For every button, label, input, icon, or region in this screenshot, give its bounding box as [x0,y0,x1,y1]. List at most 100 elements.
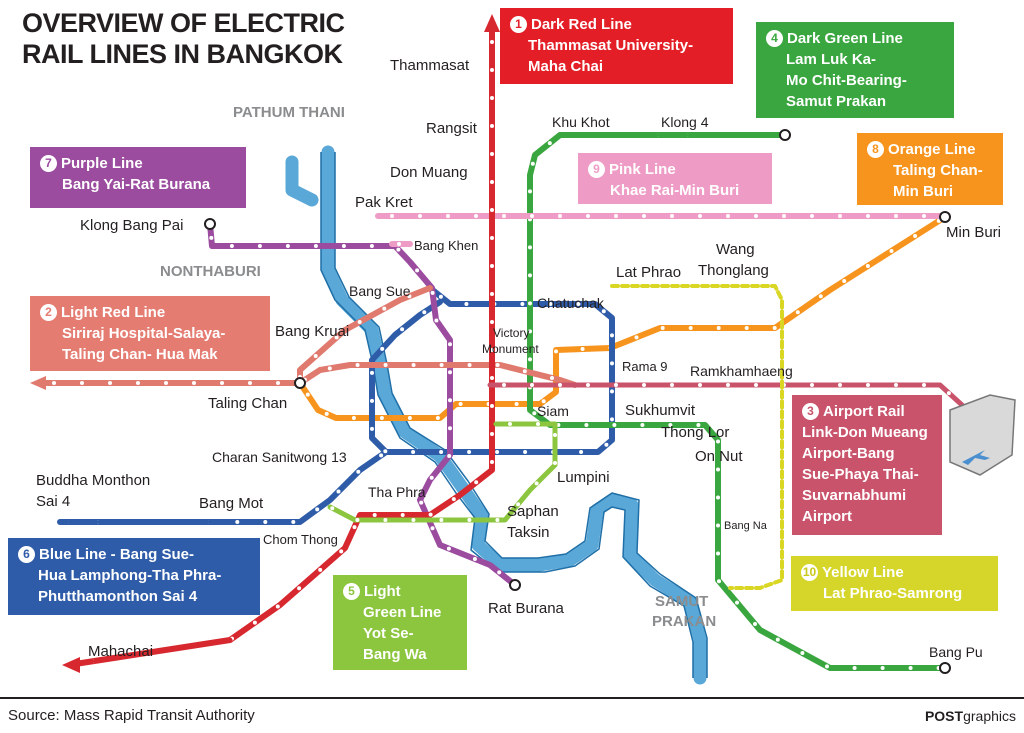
legend-line-name: Dark Green Line [787,30,903,47]
blue-line-station [356,469,361,474]
blue-line-station [291,520,296,524]
place-label-thonglang: Thonglang [698,262,769,279]
place-label-min-buri: Min Buri [946,224,1001,241]
pink-line-station [474,214,478,218]
place-label-sukhumvit: Sukhumvit [625,402,696,419]
orange-line-station [818,294,823,299]
orange-line-station [305,392,310,397]
light-red-line-station [220,381,224,385]
legend-line-name: Airport Rail [823,403,905,420]
place-label-thong-lor: Thong Lor [661,424,729,441]
legend-route: Mo Chit-Bearing- [786,72,907,89]
orange-line-station [913,234,918,238]
place-label-saphan2: Taksin [507,524,550,541]
dark-green-line-station [528,329,532,334]
place-label-buddha2: Sai 4 [36,493,70,510]
blue-line-station [411,450,416,454]
purple-line-station [434,318,439,323]
orange-line-station [379,416,384,420]
place-label-charan: Charan Sanitwong 13 [212,449,347,465]
purple-line-station [229,244,234,248]
airport-rail-link-station [558,383,562,387]
terminal-station [294,377,306,389]
place-label-klong-bang-pai: Klong Bang Pai [80,217,183,234]
place-label-pak-kret: Pak Kret [355,194,413,211]
purple-line-station [448,426,452,431]
light-green-line-station [534,481,539,486]
place-label-bang-na: Bang Na [724,520,768,532]
legend-route: Yot Se- [363,625,414,642]
terminal-station [779,129,791,141]
dark-green-line-station [800,651,805,655]
pink-line-station [558,214,562,218]
blue-line-station [439,450,444,454]
pink-line-station [446,214,450,218]
light-red-line-station [495,363,500,367]
blue-line-station [370,398,374,403]
orange-line-station [458,402,463,406]
dark-red-line-station [339,549,344,554]
pink-line-station [838,214,842,218]
place-label-victory1: Victory [493,326,529,340]
dark-red-line-station [490,96,494,100]
light-green-line-station [536,422,540,426]
orange-line-station [407,416,412,420]
orange-line-station [865,264,870,268]
place-label-siam: Siam [537,403,569,419]
blue-line-station [379,453,384,458]
blue-line-station [380,346,385,351]
legend-route: Siriraj Hospital-Salaya- [62,325,226,342]
legend-line-name: Yellow Line [822,564,904,581]
orange-line-station [716,326,721,330]
blue-line-station [576,302,581,306]
blue-line-station [422,310,427,315]
light-red-line-station [327,366,332,371]
purple-line-station [497,570,502,575]
dark-red-line-station [490,208,494,212]
airport-rail-link-station [894,383,898,387]
airport-rail-link-station [502,383,506,387]
legend-route: Bang Yai-Rat Burana [62,176,211,193]
dark-green-line-station [716,523,720,528]
legend-number: 9 [588,161,605,178]
dark-red-line-station [400,513,405,517]
place-label-nonthaburi: NONTHABURI [160,263,261,280]
pink-line-station [390,214,394,218]
legend-route: Hua Lamphong-Tha Phra- [38,567,222,584]
light-red-line-station [52,381,56,385]
pink-line-station [754,214,758,218]
pink-line-station [586,214,590,218]
dark-green-line-station [696,423,701,427]
blue-line-station [610,389,614,394]
dark-red-arrow-southwest [62,657,80,673]
light-green-line-station [383,518,388,522]
legend-number: 4 [766,30,783,47]
place-label-bang-sue: Bang Sue [349,283,411,299]
place-label-bang-mot: Bang Mot [199,495,264,512]
dark-red-line-station [490,40,494,44]
purple-line-station [257,244,262,248]
airport-rail-link-station [838,383,842,387]
dark-red-line-station [352,525,357,530]
purple-line-station [446,546,451,551]
legend-route: Taling Chan- [893,162,983,179]
orange-line-station [634,335,639,340]
dark-red-extension [72,637,233,667]
place-label-lumpini: Lumpini [557,469,610,486]
blue-line-station [523,450,528,454]
terminal-station [509,579,521,591]
pink-line-station [894,214,898,218]
pink-line-station [530,214,534,218]
legend-number: 8 [867,141,884,158]
place-label-buddha1: Buddha Monthon [36,472,150,489]
dark-red-line-station [490,460,494,464]
place-label-taling-chan: Taling Chan [208,395,287,412]
blue-line-station [610,361,614,366]
legend-route: Thammasat University- [528,37,694,54]
dark-green-line-station [532,411,537,416]
orange-line-station [744,326,749,330]
purple-line-station [447,454,452,458]
